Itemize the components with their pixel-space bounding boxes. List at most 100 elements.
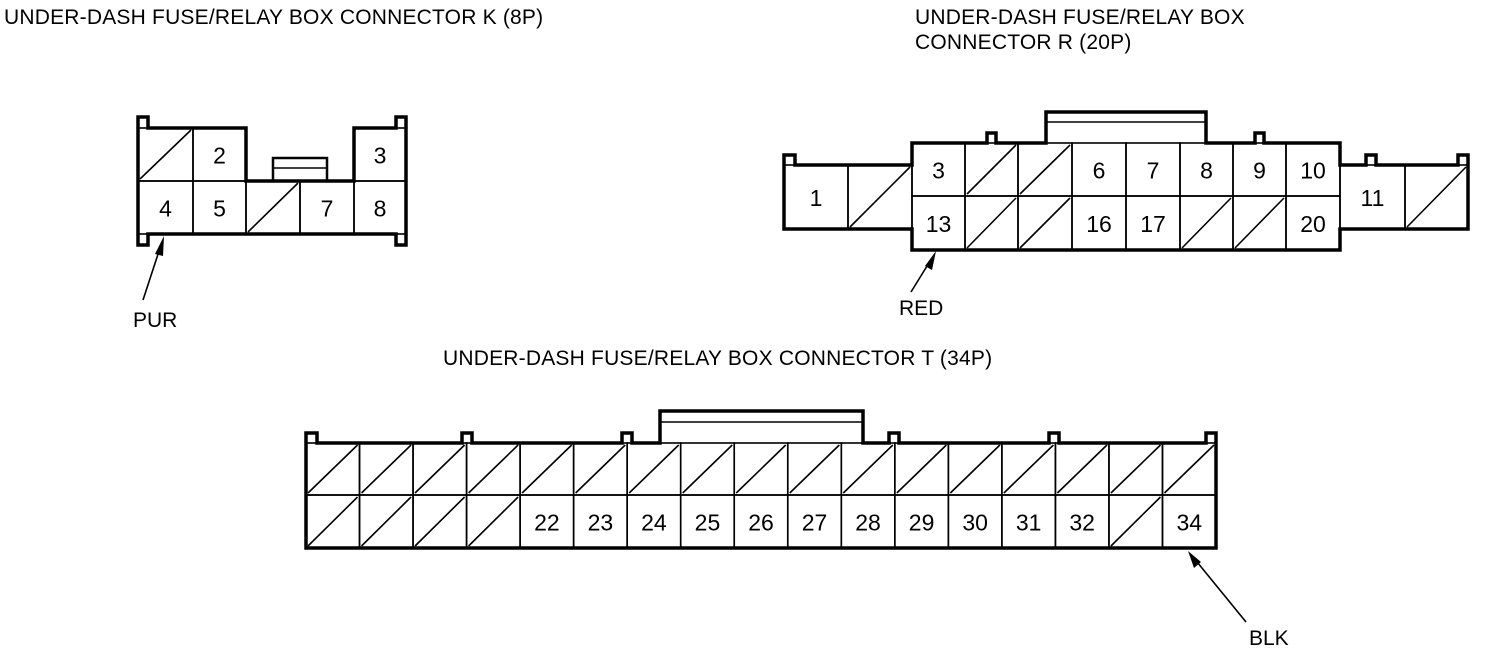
connector-t-cavity [679, 442, 736, 496]
unused-cavity-slash [1003, 444, 1054, 494]
connector-t-arrow [1192, 556, 1247, 623]
connector-t-cavity [1001, 442, 1057, 496]
connector-t-cavity: 22 [519, 494, 575, 549]
connector-t-title: UNDER-DASH FUSE/RELAY BOX CONNECTOR T (3… [443, 347, 993, 370]
unused-cavity-slash [414, 444, 466, 494]
unused-cavity-slash [1056, 444, 1108, 494]
connector-r-cavity: 13 [911, 195, 966, 251]
connector-t-cavity [358, 494, 414, 549]
connector-r-side-cavity [1404, 164, 1469, 230]
pin-number: 7 [1147, 158, 1160, 184]
connector-r-cavity [1232, 195, 1287, 251]
unused-cavity-slash [1181, 197, 1232, 249]
pin-number: 13 [926, 211, 952, 237]
connector-t-cavity [519, 442, 575, 496]
unused-cavity-slash [949, 444, 1001, 494]
unused-cavity-slash [468, 496, 519, 547]
connector-t-cavity [1108, 442, 1164, 496]
connector-t-cavity: 27 [786, 494, 843, 549]
connector-r-cavity [964, 195, 1019, 251]
unused-cavity-slash [1406, 166, 1467, 228]
connector-t-cavity [358, 442, 414, 496]
unused-cavity-slash [360, 496, 412, 547]
unused-cavity-slash [247, 182, 299, 233]
connector-t-cavity: 31 [1001, 494, 1057, 549]
unused-cavity-slash [789, 444, 840, 494]
pin-number: 5 [213, 196, 226, 222]
connector-k-cavity [137, 127, 194, 182]
pin-number: 8 [374, 196, 387, 222]
connector-r-side-cavity: 1 [783, 164, 849, 230]
pin-number: 10 [1300, 158, 1326, 184]
unused-cavity-slash [307, 496, 359, 547]
connector-t-arrowhead [1188, 551, 1201, 568]
connector-r-side-cavity: 11 [1339, 164, 1406, 230]
pin-number: 2 [213, 143, 226, 169]
unused-cavity-slash [1110, 496, 1162, 547]
connector-t-cavity [947, 442, 1003, 496]
unused-cavity-slash [628, 444, 680, 494]
connector-r-cavity: 16 [1071, 195, 1127, 251]
connector-t-cavity: 28 [840, 494, 896, 549]
unused-cavity-slash [521, 444, 573, 494]
unused-cavity-slash [1110, 444, 1162, 494]
connector-t-cavity [1161, 442, 1217, 496]
pin-number: 32 [1069, 510, 1095, 536]
pin-number: 27 [802, 510, 828, 536]
connector-r-wire-color: RED [899, 297, 944, 320]
connector-t-cavity [305, 442, 361, 496]
connector-k-cavity: 5 [192, 180, 247, 235]
connector-t-cavity: 23 [572, 494, 628, 549]
unused-cavity-slash [842, 444, 894, 494]
connector-r-cavity [1179, 195, 1234, 251]
unused-cavity-slash [966, 197, 1017, 249]
connector-k-lock-tab [271, 156, 329, 183]
pin-number: 4 [159, 196, 172, 222]
pin-number: 29 [909, 510, 935, 536]
pin-number: 11 [1361, 185, 1385, 211]
connector-k-cavity: 7 [299, 180, 355, 235]
unused-cavity-slash [139, 129, 192, 180]
connector-t-cavity [840, 442, 896, 496]
pin-number: 30 [962, 510, 988, 536]
connector-t-cavity: 29 [894, 494, 950, 549]
connector-r-cavity: 8 [1179, 142, 1234, 197]
connector-r-cavity: 9 [1232, 142, 1287, 197]
connector-r-cavity: 7 [1125, 142, 1181, 197]
connector-r-cavity [1017, 142, 1073, 197]
connector-k-cavity [245, 180, 301, 235]
connector-t-cavity [412, 494, 468, 549]
unused-cavity-slash [575, 444, 626, 494]
pin-number: 20 [1300, 211, 1326, 237]
unused-cavity-slash [1234, 197, 1285, 249]
pin-number: 8 [1200, 158, 1213, 184]
unused-cavity-slash [896, 444, 947, 494]
pin-number: 26 [748, 510, 774, 536]
pin-number: 3 [932, 158, 945, 184]
connector-t-wire-color: BLK [1249, 627, 1289, 650]
unused-cavity-slash [1163, 444, 1215, 494]
unused-cavity-slash [307, 444, 359, 494]
connector-r-cavity: 17 [1125, 195, 1181, 251]
connector-r-cavity: 3 [911, 142, 966, 197]
unused-cavity-slash [966, 144, 1017, 195]
connector-t-cavity: 30 [947, 494, 1003, 549]
pin-number: 9 [1253, 158, 1266, 184]
cavity-border [1161, 494, 1217, 549]
pin-number: 34 [1176, 510, 1202, 536]
connector-k-cavity: 4 [137, 180, 194, 235]
connector-k-title: UNDER-DASH FUSE/RELAY BOX CONNECTOR K (8… [4, 6, 544, 29]
connector-t-cavity [626, 442, 682, 496]
connector-t-cavity [305, 494, 361, 549]
pin-number: 3 [374, 143, 387, 169]
connector-r-side-cavity [847, 164, 913, 230]
connector-t-cavity: 34 [1161, 494, 1217, 549]
pin-number: 24 [641, 510, 667, 536]
connector-k-wire-color: PUR [133, 309, 178, 332]
pin-number: 6 [1093, 158, 1106, 184]
connector-t-cavity [465, 442, 521, 496]
